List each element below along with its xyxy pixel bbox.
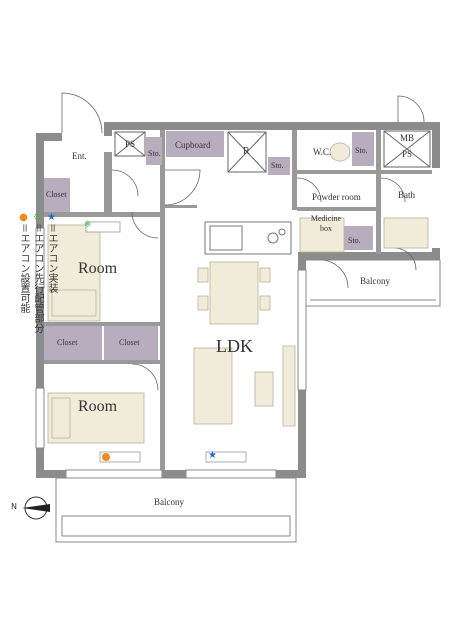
label-ldk: LDK	[216, 336, 253, 356]
legend-text-3: ＝エアコン設置可能	[18, 223, 29, 313]
label-ent: Ent.	[72, 151, 87, 161]
label-room-lower: Room	[78, 398, 118, 415]
interior-walls	[44, 130, 432, 470]
balconies	[55, 259, 441, 543]
label-cupboard: Cupboard	[175, 140, 211, 150]
label-mb: MB	[400, 133, 415, 143]
label-powder-room: Powder room	[312, 192, 361, 202]
label-balcony-right: Balcony	[360, 276, 390, 286]
label-closet-ent: Closet	[46, 190, 67, 199]
label-sto-1: Sto.	[148, 149, 161, 158]
compass-icon	[22, 496, 50, 520]
legend: ★＝エアコン実装 ※＝エアコン先行配管部分 ●＝エアコン設置可能	[16, 212, 58, 333]
legend-text-1: ＝エアコン実装	[46, 223, 57, 293]
ac-installed-mark-ldk: ★	[208, 450, 217, 461]
storage-areas	[44, 131, 374, 360]
legend-dot-icon: ●	[18, 212, 29, 223]
furniture	[47, 142, 429, 444]
windows	[35, 227, 307, 479]
label-balcony-bottom: Balcony	[154, 497, 184, 507]
label-medicine-box: Medicine box	[310, 214, 342, 233]
label-ps-mb: PS	[402, 149, 413, 159]
label-sto-4: Sto.	[348, 236, 361, 245]
label-r: R	[243, 146, 250, 157]
legend-text-2: ＝エアコン先行配管部分	[32, 223, 43, 333]
label-sto-2: Sto.	[271, 161, 284, 170]
label-room-upper: Room	[78, 260, 118, 277]
label-closet-left: Closet	[57, 338, 78, 347]
legend-pipe-icon: ※	[32, 212, 43, 223]
ac-pipe-mark-room: ※	[84, 220, 92, 230]
label-compass-n: N	[11, 502, 17, 511]
label-wc: W.C.	[313, 147, 332, 157]
shafts	[114, 130, 431, 173]
kitchen-counter	[204, 221, 292, 255]
label-sto-3: Sto.	[355, 146, 368, 155]
label-bath: Bath	[398, 190, 415, 200]
legend-star-icon: ★	[46, 212, 57, 223]
label-closet-right: Closet	[119, 338, 140, 347]
label-ps-top: PS	[125, 139, 136, 149]
ac-markers	[85, 221, 247, 463]
